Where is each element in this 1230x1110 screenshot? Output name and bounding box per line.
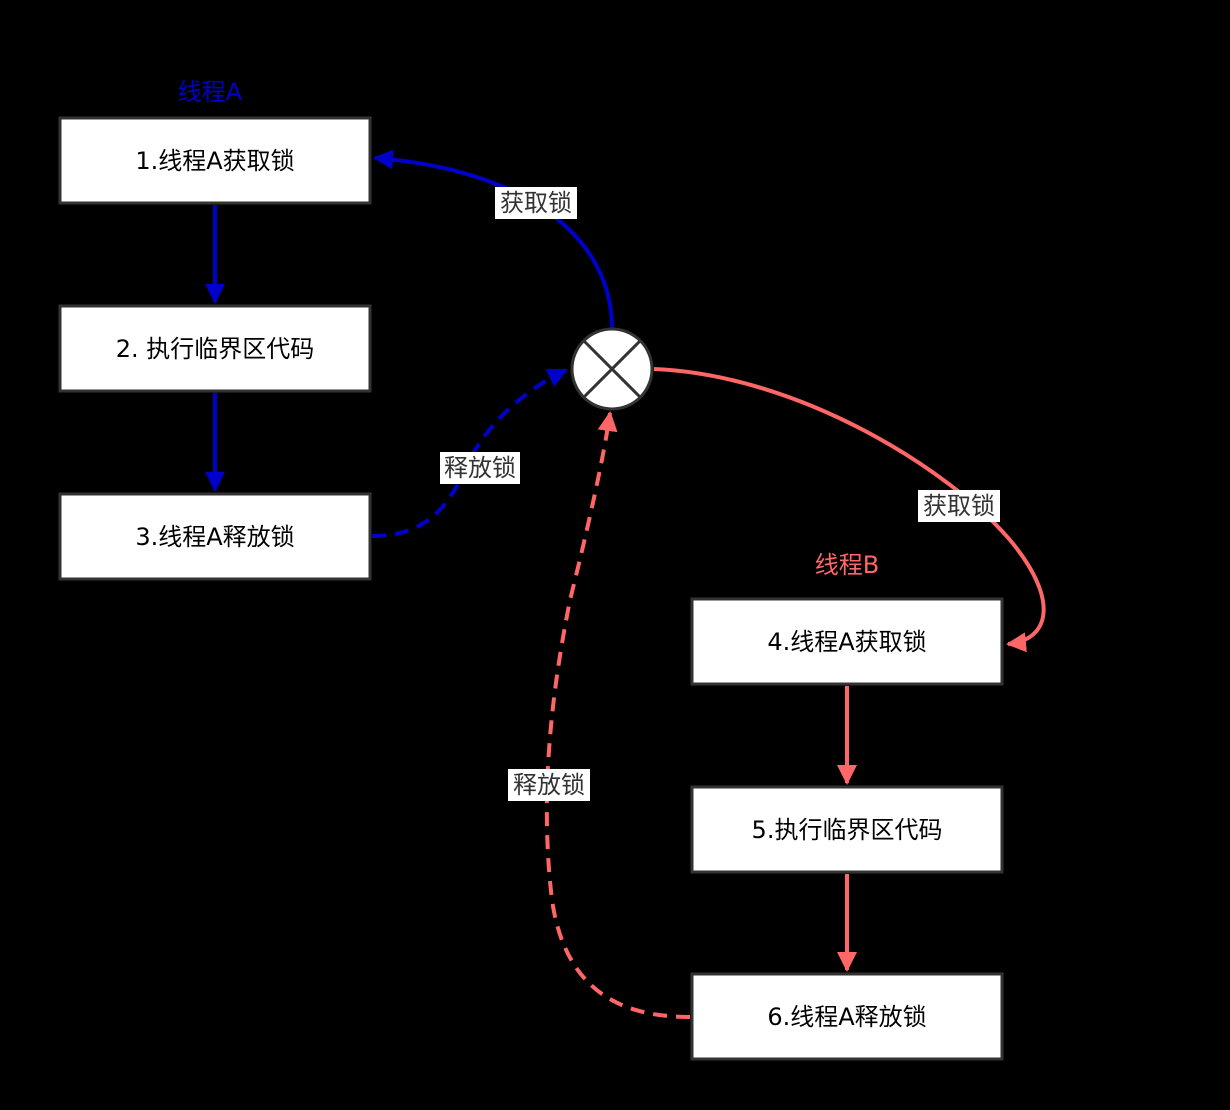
thread-a-step-3: 3.线程A释放锁 — [58, 492, 372, 581]
thread-b-step-4: 4.线程A获取锁 — [690, 597, 1004, 686]
thread-b-acquire-label: 获取锁 — [923, 492, 995, 520]
thread-b-step-6: 6.线程A释放锁 — [690, 972, 1004, 1061]
thread-a-acquire-edge — [373, 149, 614, 329]
thread-a-release-label: 释放锁 — [444, 454, 516, 482]
thread-b-release-edge — [544, 411, 691, 1019]
thread-b-release-label-group: 释放锁 — [508, 769, 590, 801]
thread-a-release-edge — [371, 368, 568, 538]
thread-a-acquire-label: 获取锁 — [500, 189, 572, 217]
thread-a-step-1: 1.线程A获取锁 — [58, 116, 372, 205]
thread-b-title: 线程B — [815, 551, 879, 579]
thread-b-step-5: 5.执行临界区代码 — [690, 785, 1004, 874]
thread-a-release-label-group: 释放锁 — [440, 452, 520, 484]
lock-circle-x-icon — [570, 327, 654, 411]
thread-b-step-4-label: 4.线程A获取锁 — [767, 628, 926, 656]
thread-b-acquire-label-group: 获取锁 — [918, 490, 1000, 522]
thread-b-step-5-label: 5.执行临界区代码 — [752, 816, 943, 844]
thread-a-step-3-label: 3.线程A释放锁 — [135, 523, 294, 551]
thread-a-step-2: 2. 执行临界区代码 — [58, 304, 372, 393]
thread-b-step-6-label: 6.线程A释放锁 — [767, 1003, 926, 1031]
thread-b-release-label: 释放锁 — [513, 771, 585, 799]
thread-a-acquire-label-group: 获取锁 — [495, 187, 577, 219]
thread-a-step-1-label: 1.线程A获取锁 — [135, 147, 294, 175]
thread-a-step-2-label: 2. 执行临界区代码 — [116, 335, 315, 363]
thread-a-title: 线程A — [178, 78, 243, 106]
